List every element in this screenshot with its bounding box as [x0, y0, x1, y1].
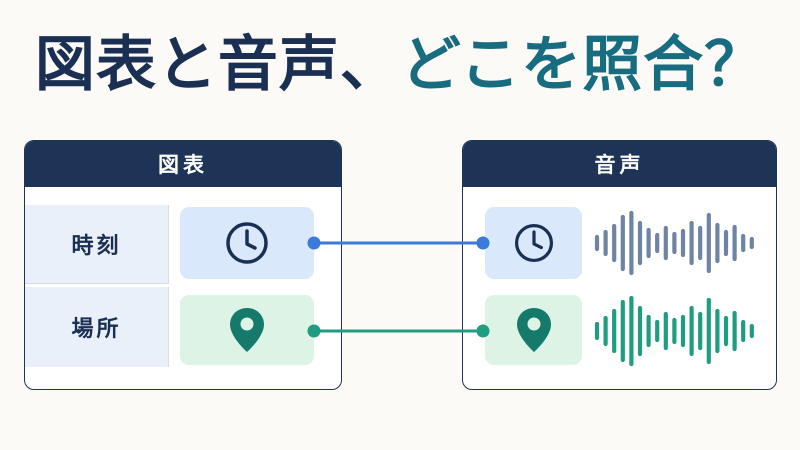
row-label-time: 時刻 — [25, 205, 169, 284]
audio-panel: 音声 — [462, 140, 777, 390]
time-connector-end-dot — [476, 236, 490, 250]
place-connector-end-dot — [476, 324, 490, 338]
audio-panel-header: 音声 — [463, 141, 776, 187]
chart-time-cell — [180, 207, 314, 279]
chart-table-panel: 図表 時刻 場所 — [24, 140, 342, 390]
place-connector-start-dot — [307, 324, 321, 338]
headline-part-1: 図表と音声、 — [34, 30, 401, 100]
map-pin-icon — [516, 308, 551, 352]
chart-table-panel-header: 図表 — [25, 141, 341, 187]
chart-place-cell — [180, 295, 314, 365]
headline: 図表と音声、どこを照合？ — [0, 22, 800, 108]
audio-place-cell — [485, 295, 582, 365]
clock-icon — [514, 223, 553, 263]
audio-waveform-icon — [594, 295, 754, 367]
row-label-place: 場所 — [25, 287, 169, 367]
audio-time-cell — [485, 207, 582, 279]
audio-waveform-icon — [594, 210, 754, 276]
headline-part-2: どこを照合？ — [400, 30, 766, 100]
map-pin-icon — [230, 308, 264, 352]
time-connector-start-dot — [307, 236, 321, 250]
clock-icon — [226, 222, 268, 264]
